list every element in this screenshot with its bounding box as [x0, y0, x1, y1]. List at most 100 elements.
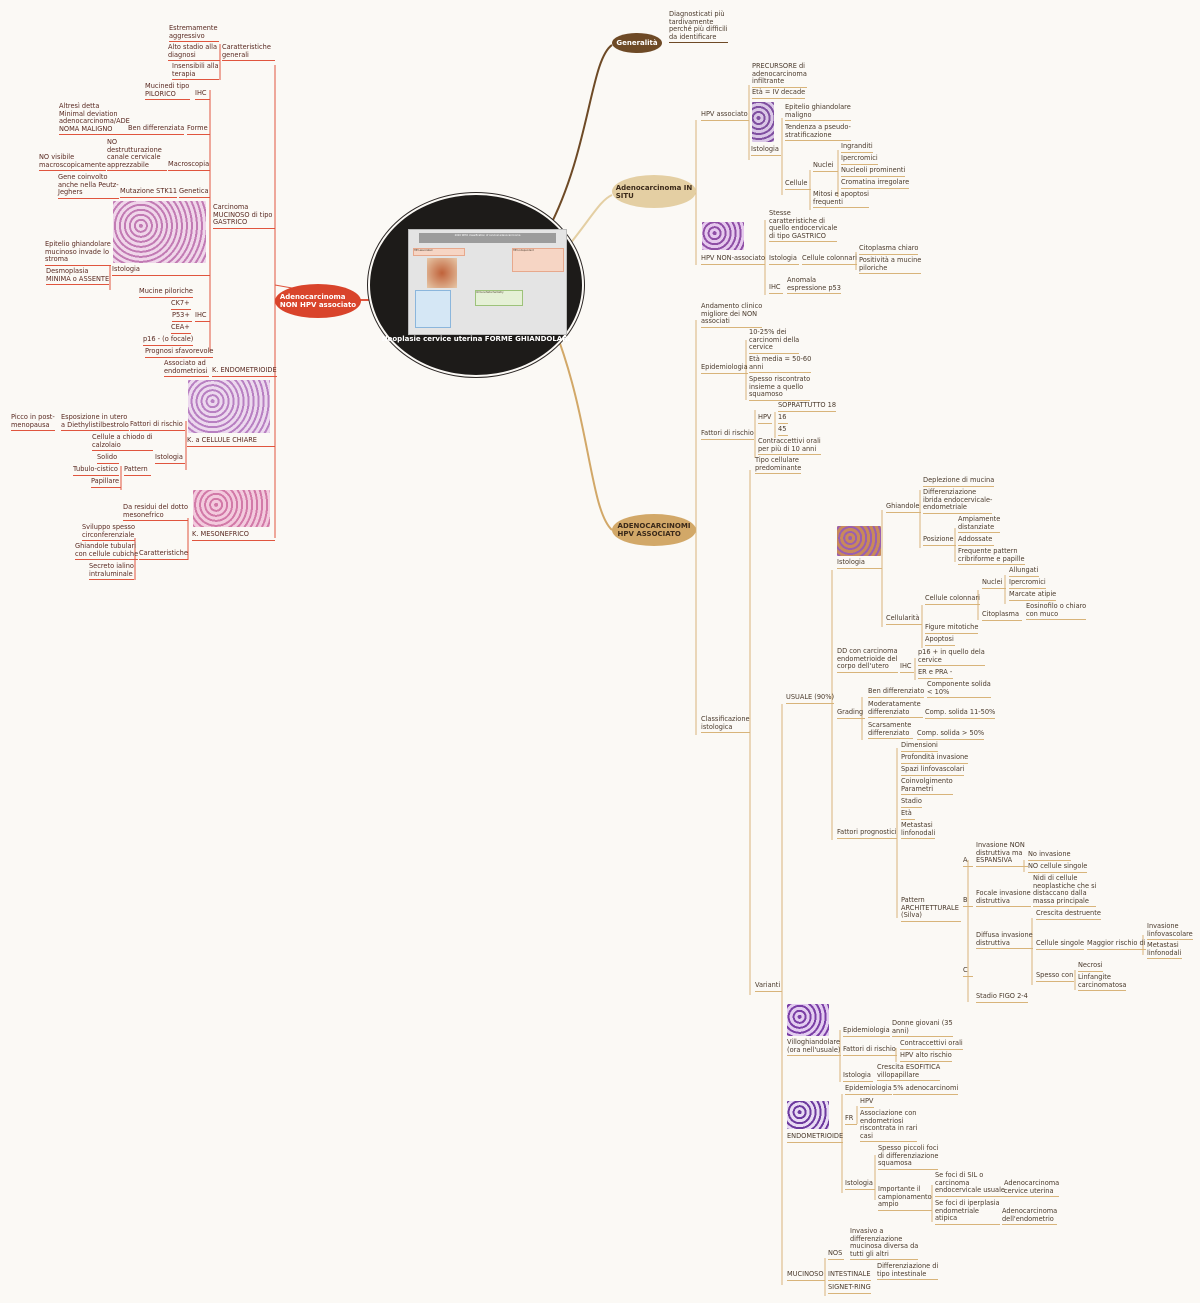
hpv-assoc-node[interactable]: Nidi di cellule neoplastiche che si dist…	[1033, 874, 1097, 908]
hpv-assoc-node[interactable]: Contraccettivi orali per più di 10 anni	[758, 437, 821, 456]
non-hpv-node[interactable]: Pattern	[124, 465, 151, 476]
non-hpv-node[interactable]: Tubulo-cistico	[73, 465, 119, 476]
hpv-assoc-node[interactable]: Adenocarcinoma cervice uterina	[1004, 1179, 1060, 1198]
hpv-assoc-node[interactable]: A	[963, 856, 973, 867]
non-hpv-node[interactable]: CK7+	[171, 299, 191, 310]
hpv-assoc-node[interactable]: Differenziazione di tipo intestinale	[877, 1262, 939, 1281]
hpv-assoc-node[interactable]: Crescita ESOFITICA villopapillare	[877, 1063, 941, 1082]
in-situ-node[interactable]: IHC	[769, 283, 783, 294]
hpv-assoc-node[interactable]: Adenocarcinoma dell'endometrio	[1002, 1207, 1058, 1226]
non-hpv-node[interactable]: Papillare	[91, 477, 121, 488]
in-situ-node[interactable]: Stesse caratteristiche di quello endocer…	[769, 209, 838, 243]
hpv-assoc-node[interactable]: Cellularità	[886, 614, 922, 625]
non-hpv-node[interactable]: Istologia	[112, 265, 210, 276]
hpv-assoc-node[interactable]: Scarsamente differenziato	[868, 721, 913, 740]
non-hpv-node[interactable]: Fattori di rischio	[130, 420, 185, 431]
hpv-assoc-node[interactable]: Componente solida < 10%	[927, 680, 991, 699]
in-situ-node[interactable]: Anomala espressione p53	[787, 276, 841, 295]
hpv-assoc-node[interactable]: Importante il campionamento ampio	[878, 1185, 932, 1211]
in-situ-node[interactable]: HPV associato	[701, 110, 749, 121]
in-situ-node[interactable]: Citoplasma chiaro	[859, 244, 919, 255]
hpv-assoc-node[interactable]: Deplezione di mucina	[923, 476, 995, 487]
hpv-assoc-node[interactable]: Ben differenziato	[868, 687, 925, 698]
non-hpv-node[interactable]: Carcinoma MUCINOSO di tipo GASTRICO	[213, 203, 275, 229]
in-situ-node[interactable]: Tendenza a pseudo- stratificazione	[785, 123, 851, 142]
non-hpv-node[interactable]: Mucinedi tipo PILORICO	[145, 82, 190, 101]
hpv-assoc-node[interactable]: MUCINOSO	[787, 1270, 825, 1281]
hpv-assoc-node[interactable]: B	[963, 896, 973, 907]
hpv-assoc-node[interactable]: Villoghiandolare (ora nell'usuale)	[787, 1038, 841, 1057]
hpv-assoc-node[interactable]: Se foci di iperplasia endometriale atipi…	[935, 1199, 1000, 1225]
hpv-assoc-node[interactable]: 16	[778, 413, 788, 424]
non-hpv-node[interactable]: Prognosi sfavorevole	[145, 347, 214, 358]
non-hpv-node[interactable]: Desmoplasia MINIMA o ASSENTE	[46, 267, 110, 286]
in-situ-node[interactable]: Positività a mucine piloriche	[859, 256, 922, 275]
hpv-assoc-node[interactable]: Donne giovani (35 anni)	[892, 1019, 953, 1038]
hpv-assoc-node[interactable]: Focale invasione distruttiva	[976, 889, 1031, 908]
non-hpv-node[interactable]: P53+	[172, 311, 192, 322]
hpv-assoc-node[interactable]: Addossate	[958, 535, 994, 546]
non-hpv-node[interactable]: Caratteristiche generali	[222, 43, 275, 62]
non-hpv-node[interactable]: Ben differenziata	[128, 124, 185, 135]
hpv-assoc-node[interactable]: No invasione	[1028, 850, 1071, 861]
hpv-assoc-node[interactable]: Età	[901, 809, 915, 820]
in-situ-node[interactable]: PRECURSORE di adenocarcinoma infiltrante	[752, 62, 807, 88]
hpv-assoc-node[interactable]: Andamento clinico migliore dei NON assoc…	[701, 302, 763, 328]
hpv-assoc-node[interactable]: Comp. solida > 50%	[917, 729, 985, 740]
in-situ-node[interactable]: Epitelio ghiandolare maligno	[785, 103, 851, 122]
hpv-assoc-node[interactable]: Spesso riscontrato insieme a quello squa…	[749, 375, 811, 401]
non-hpv-node[interactable]: Sviluppo spesso circonferenziale	[82, 523, 136, 542]
hpv-assoc-node[interactable]: 10-25% dei carcinomi della cervice	[749, 328, 800, 354]
in-situ-node[interactable]: HPV NON-associato	[701, 254, 766, 265]
hpv-assoc-node[interactable]: Spazi linfovascolari	[901, 765, 965, 776]
hpv-assoc-node[interactable]: Coinvolgimento Parametri	[901, 777, 953, 796]
hpv-assoc-node[interactable]: INTESTINALE	[828, 1270, 871, 1281]
hpv-assoc-node[interactable]: Pattern ARCHITETTURALE (Silva)	[901, 896, 961, 922]
hpv-assoc-node[interactable]: Stadio	[901, 797, 922, 808]
non-hpv-node[interactable]: Estremamente aggressivo	[169, 24, 219, 43]
hpv-assoc-node[interactable]: Epidemiologia	[845, 1084, 892, 1095]
non-hpv-node[interactable]: Esposizione in utero a Diethylistilbestr…	[61, 413, 129, 432]
hpv-assoc-node[interactable]: Ghiandole	[886, 502, 921, 513]
non-hpv-node[interactable]: Insensibili alla terapia	[172, 62, 219, 81]
hpv-assoc-node[interactable]: Istologia	[845, 1179, 875, 1190]
hpv-assoc-node[interactable]: Citoplasma	[982, 610, 1022, 621]
non-hpv-node[interactable]: Associato ad endometriosi	[164, 359, 209, 378]
hpv-assoc-node[interactable]: Età media = 50-60 anni	[749, 355, 812, 374]
non-hpv-node[interactable]: CEA+	[171, 323, 191, 334]
hpv-assoc-node[interactable]: Fattori di rischio	[843, 1045, 897, 1056]
hpv-assoc-node[interactable]: Figure mitotiche	[925, 623, 979, 634]
non-hpv-node[interactable]: Epitelio ghiandolare mucinoso invade lo …	[45, 240, 111, 266]
in-situ-node[interactable]: Istologia	[751, 145, 781, 156]
hpv-assoc-node[interactable]: Differenziazione ibrida endocervicale- e…	[923, 488, 993, 514]
hpv-assoc-node[interactable]: DD con carcinoma endometrioide del corpo…	[837, 647, 898, 673]
non-hpv-node[interactable]: Secreto ialino intraluminale	[89, 562, 134, 581]
hpv-assoc-node[interactable]: Eosinofilo o chiaro con muco	[1026, 602, 1087, 621]
hpv-assoc-node[interactable]: Tipo cellulare predominante	[755, 456, 802, 475]
hpv-assoc-node[interactable]: SIGNET-RING	[828, 1283, 871, 1294]
non-hpv-node[interactable]: Forme	[187, 124, 210, 135]
non-hpv-node[interactable]: Da residui del dotto mesonefrico	[123, 503, 188, 522]
hpv-assoc-node[interactable]: Istologia	[837, 558, 882, 569]
non-hpv-node[interactable]: K. MESONEFRICO	[192, 530, 275, 541]
in-situ-node[interactable]: Cellule colonnari	[802, 254, 857, 265]
hpv-assoc-node[interactable]: Allungati	[1009, 566, 1039, 577]
hpv-assoc-node[interactable]: USUALE (90%)	[786, 693, 835, 704]
hpv-assoc-node[interactable]: ER e PRA -	[918, 668, 953, 679]
hpv-assoc-node[interactable]: p16 + in quello dela cervice	[918, 648, 985, 667]
non-hpv-node[interactable]: NO visibile macroscopicamente	[39, 153, 106, 172]
hpv-assoc-node[interactable]: Apoptosi	[925, 635, 955, 646]
non-hpv-node[interactable]: Alto stadio alla diagnosi	[168, 43, 220, 62]
hpv-assoc-node[interactable]: Comp. solida 11-50%	[925, 708, 996, 719]
topic-generalita[interactable]: Generalità	[612, 33, 662, 53]
non-hpv-node[interactable]: Macroscopia	[168, 160, 210, 171]
hpv-assoc-node[interactable]: Spesso con	[1036, 971, 1074, 982]
non-hpv-node[interactable]: K. a CELLULE CHIARE	[187, 436, 275, 447]
non-hpv-node[interactable]: IHC	[195, 311, 210, 322]
generalita-node[interactable]: Diagnosticati più tardivamente perché pi…	[669, 10, 728, 44]
hpv-assoc-node[interactable]: Crescita destruente	[1036, 909, 1101, 920]
hpv-assoc-node[interactable]: Dimensioni	[901, 741, 938, 752]
in-situ-node[interactable]: Cromatina irregolare	[841, 178, 910, 189]
hpv-assoc-node[interactable]: Nuclei	[982, 578, 1006, 589]
hpv-assoc-node[interactable]: Linfangite carcinomatosa	[1078, 973, 1127, 992]
